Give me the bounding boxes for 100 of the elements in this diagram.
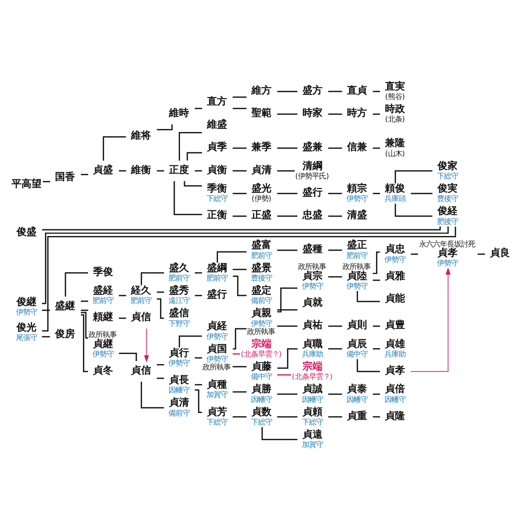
node-text: 貞衡 (207, 164, 228, 176)
connector (156, 170, 164, 172)
connector (328, 250, 342, 251)
node-text: 維時 (169, 108, 190, 120)
connector (156, 364, 164, 366)
node-text: 俊家 (438, 160, 458, 172)
connector (328, 326, 342, 327)
node-text: 宗端 (302, 361, 323, 372)
connector (372, 416, 380, 418)
connector (372, 252, 380, 274)
node-text: 盛秀 (169, 286, 190, 297)
node-text: 貞誠 (302, 384, 323, 396)
connector (80, 300, 88, 302)
connector (478, 254, 485, 255)
connector (80, 312, 88, 339)
node-text: 貞国 (206, 344, 227, 355)
connector (410, 192, 432, 194)
node-text: 貞辰 (347, 338, 368, 350)
node-text: 盛正 (347, 240, 368, 252)
node-text: 貞数 (252, 406, 272, 418)
node-text: 盛富 (252, 240, 272, 252)
node-text: 俊盛 (16, 227, 36, 238)
connector (277, 374, 291, 376)
node-text: 貞能 (385, 293, 406, 304)
connector (118, 170, 126, 172)
node-text: 盛信 (169, 308, 190, 320)
connector (186, 152, 202, 160)
node-text: 貞勝 (252, 384, 272, 396)
node-text: 信兼 (347, 142, 368, 154)
node-text: 盛経 (93, 286, 114, 297)
node-text: 盛行 (302, 187, 323, 198)
node-text: 正盛 (252, 210, 272, 222)
node-text: 盛定 (252, 286, 272, 297)
node-text: 貞重 (347, 410, 368, 422)
node-text: 正度 (169, 164, 190, 176)
connector (174, 181, 202, 216)
connector (102, 136, 126, 161)
node-text: 盛方 (302, 85, 323, 96)
node-text: 貞継 (92, 338, 113, 350)
node-text: 俊実 (438, 183, 458, 194)
arrow (410, 267, 451, 372)
node-text: 頼俊 (385, 183, 406, 194)
node-text: 貞宗 (302, 270, 322, 282)
connector (42, 226, 456, 332)
node-text: 忠盛 (302, 210, 323, 222)
connector (394, 204, 432, 217)
connector (80, 310, 88, 311)
connector (42, 226, 441, 230)
connector (232, 96, 247, 98)
arrow (144, 328, 149, 362)
node-text: 直方 (207, 96, 228, 108)
connector (328, 148, 342, 149)
connector (194, 272, 202, 274)
connector (232, 366, 247, 368)
connector (328, 114, 342, 115)
node-text: 貞陸 (346, 270, 367, 282)
connector (118, 318, 126, 319)
node-text: 貞種 (207, 380, 228, 391)
node-text: 俊房 (55, 329, 76, 340)
node-text: 貞経 (207, 321, 228, 332)
node-text: 俊継 (16, 296, 36, 308)
connector (184, 181, 202, 186)
node-text: 経久 (131, 286, 152, 297)
node-text: 貞頼 (302, 406, 323, 418)
node-text: 貞泰 (347, 384, 368, 396)
node-text: 盛久 (169, 262, 190, 274)
connector (140, 382, 164, 408)
node-text: 盛行 (207, 289, 228, 300)
connector (156, 292, 164, 293)
connector (277, 250, 298, 251)
connector (232, 192, 247, 194)
node-text: 貞祐 (302, 320, 323, 332)
connector (277, 288, 298, 312)
node-text: 時政 (385, 104, 406, 116)
node-text: 国香 (55, 172, 76, 184)
node-text: 貞親 (251, 308, 272, 320)
node-text: 貞清 (252, 164, 272, 176)
connector (328, 192, 342, 194)
node-text: 正衡 (207, 210, 228, 222)
node-text: 兼季 (252, 142, 272, 154)
connector (328, 348, 342, 350)
connector (232, 216, 247, 217)
node-text: 頼継 (93, 312, 114, 324)
connector (356, 359, 380, 372)
connector (232, 108, 247, 110)
connector (277, 416, 298, 418)
connector (410, 254, 418, 255)
connector (277, 192, 298, 194)
node-text: 貞冬 (93, 365, 114, 376)
node-text: 貞孝 (385, 365, 406, 376)
node-text: 時方 (347, 108, 368, 120)
node-text: 俊光 (16, 322, 36, 334)
node-text: 維方 (252, 85, 272, 96)
connector (194, 170, 202, 172)
connector (277, 309, 298, 311)
connector (42, 226, 449, 304)
connector (277, 148, 298, 149)
connector (372, 348, 380, 350)
node-text: 盛景 (252, 262, 272, 274)
connector (372, 114, 380, 115)
